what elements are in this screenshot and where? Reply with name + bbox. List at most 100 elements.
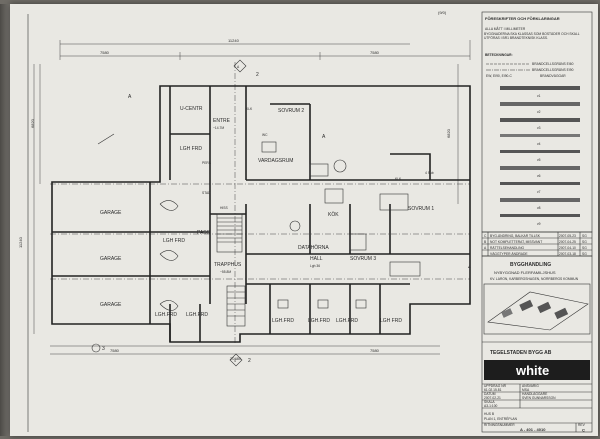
marker-a-top: A xyxy=(237,65,240,69)
room-kok: KÖK xyxy=(328,211,339,218)
tb-phase: BYGGHANDLING xyxy=(510,262,551,268)
room-lgh36: Lgh 36 xyxy=(310,264,320,268)
dim-left-total: 11240 xyxy=(18,236,23,248)
dim-top-total: 11240 xyxy=(228,38,240,43)
tb-skala-label: SKALA xyxy=(484,400,495,404)
rev-row2-rev: B xyxy=(484,240,487,244)
tb-rev-label: REV xyxy=(578,423,586,427)
room-lgh-frd-c5: LGH.FRD xyxy=(186,312,208,318)
room-klk-b: KLK xyxy=(395,177,402,181)
firm-logo-box xyxy=(484,360,590,380)
tb-project1: NYBYGGNAD FLERFAMILJSHUS xyxy=(494,270,556,275)
legend-line1: ALLA MÅTT I MILLIMETER xyxy=(485,26,526,31)
room-wc: WC xyxy=(262,133,268,137)
legend-heading2: BETECKNINGAR: xyxy=(485,53,513,57)
marker-a-left: A xyxy=(128,94,132,100)
tb-handl-label: HANDLÄGGARE xyxy=(522,392,548,396)
tb-datum-label: DATUM xyxy=(484,392,496,396)
wall-type-4: v4 xyxy=(537,142,541,146)
room-trapphus-area: ~55.8M xyxy=(220,270,231,274)
wall-type-6: v6 xyxy=(537,174,541,178)
room-stad: STAD xyxy=(202,191,211,195)
drawing-sheet: (9/0) 11240 7580 7580 11240 6820 6820 20… xyxy=(10,4,598,436)
tb-hus: HUS B xyxy=(484,412,495,416)
room-lgh-frd-mid: LGH FRD xyxy=(163,238,185,244)
rev-row3-rev: A xyxy=(484,246,487,250)
room-labels: U-CENTR ENTRE ~14.7M VARDAGSRUM SOVRUM 2… xyxy=(100,106,434,324)
tb-company: TEGELSTADEN BYGG AB xyxy=(490,350,552,356)
legend-item3: BRANDVÄGGAR xyxy=(540,74,566,78)
room-sovrum2: SOVRUM 2 xyxy=(278,108,304,114)
room-entre-area: ~14.7M xyxy=(213,126,224,130)
top-dimensions: 11240 7580 7580 xyxy=(59,38,471,60)
legend-title: FÖRESKRIFTER OCH FÖRKLARINGAR xyxy=(485,16,560,21)
room-lgh-frd-top: LGH FRD xyxy=(180,146,202,152)
rev-row1-rev: C xyxy=(484,234,487,238)
marker-3: 3 xyxy=(102,346,105,352)
legend-item2: BRANDCELLSGRÄNS EI90 xyxy=(532,68,574,72)
room-u-centr: U-CENTR xyxy=(180,106,203,112)
rev-row4-text: VÄGGTYPER ÄNDRADE xyxy=(490,252,528,256)
grid-axes xyxy=(50,62,470,344)
room-klk: KLK xyxy=(246,107,253,111)
dim-bottom-total: 20480 xyxy=(230,356,242,361)
rev-row3-sign: SG xyxy=(582,246,587,250)
tb-handl: SVEN GUNNARSSON xyxy=(522,396,556,400)
wall-type-8: v8 xyxy=(537,206,541,210)
tb-project2: KV. LARON, KARBERGSHAGEN, NORRBERGS KOMM… xyxy=(490,277,579,281)
bottom-dimensions: 20480 7580 7580 xyxy=(50,345,440,361)
tb-ansvarig: MSA xyxy=(522,388,530,392)
tb-skala: A3-1:100 xyxy=(484,404,498,408)
room-lgh-frd-c8: LGH.FRD xyxy=(336,318,358,324)
rev-row4-sign: SG xyxy=(582,252,587,256)
tb-uppdrag: 61.02.15.81 xyxy=(484,388,502,392)
marker-a-right: A xyxy=(322,134,326,140)
room-lgh-frd-c9: LGH FRD xyxy=(380,318,402,324)
room-lgh-frd-c7: LGH.FRD xyxy=(308,318,330,324)
room-trapphus: TRAPPHUS xyxy=(214,262,242,268)
tb-ritnr-label: RITNINGSNUMMER xyxy=(484,423,515,427)
tb-uppdrag-label: UPPDRAG NR xyxy=(484,384,507,388)
rev-row3-date: 2007-04-10 xyxy=(559,246,576,250)
rev-row2-text: NOT KOMPLETTERAT, MISSVANT xyxy=(490,240,542,244)
legend-panel: FÖRESKRIFTER OCH FÖRKLARINGAR ALLA MÅTT … xyxy=(481,11,593,233)
dim-right-part: 6820 xyxy=(446,128,451,138)
room-pers: PERS xyxy=(202,161,212,165)
left-dimensions: 11240 6820 6820 xyxy=(18,64,459,334)
marker-2-bottom: 2 xyxy=(248,358,251,364)
wall-type-7: v7 xyxy=(537,190,541,194)
legend-item1: BRANDCELLSGRÄNS EI60 xyxy=(532,62,574,66)
rev-row3-text: RÄTTELSEHANDLING xyxy=(490,246,525,250)
room-sovrum3: SOVRUM 3 xyxy=(350,256,376,262)
marker-4-bottom: 4 xyxy=(234,359,236,363)
title-block: BYGGHANDLING NYBYGGNAD FLERFAMILJSHUS KV… xyxy=(481,255,593,433)
room-garage-3: GARAGE xyxy=(100,302,122,308)
marker-2-top: 2 xyxy=(256,72,259,78)
rev-row1-date: 2007-05-23 xyxy=(559,234,576,238)
dim-bottom-left: 7580 xyxy=(110,348,120,353)
wall-type-5: v5 xyxy=(537,158,541,162)
room-sovrum1: SOVRUM 1 xyxy=(408,206,434,212)
wall-type-1: v1 xyxy=(537,94,541,98)
rev-row2-sign: SG xyxy=(582,240,587,244)
page-note: (9/0) xyxy=(438,10,447,15)
room-datahorna: DATAHÖRNA xyxy=(298,244,329,251)
tb-plan: PLAN 1, ENTRÉPLAN xyxy=(484,416,518,421)
tb-ritnr: A - 401 - 4010 xyxy=(520,427,546,432)
rev-row2-date: 2007-04-25 xyxy=(559,240,576,244)
section-markers: A 2 A A 3 4 4 2 xyxy=(91,59,471,367)
room-hiss: HISS xyxy=(220,206,228,210)
room-vardagsrum: VARDAGSRUM xyxy=(258,158,293,164)
stair-trapphus xyxy=(216,213,246,327)
furniture xyxy=(159,141,421,311)
dim-left-part: 6820 xyxy=(30,118,35,128)
tb-rev: C xyxy=(582,428,585,433)
room-lgh-frd-left: LGH.FRD xyxy=(155,312,177,318)
room-lgh-frd-c6: LGH.FRD xyxy=(272,318,294,324)
dim-top-left: 7580 xyxy=(100,50,110,55)
tb-firm: white xyxy=(515,363,549,378)
legend-item3-prefix: EW, EI90, EI90-C xyxy=(486,74,512,78)
wall-type-3: v3 xyxy=(537,126,541,130)
room-pass: PASS xyxy=(197,230,211,236)
rev-row1-text: BYG-ÄNDRING, BALKAR TILLSK xyxy=(490,234,541,238)
